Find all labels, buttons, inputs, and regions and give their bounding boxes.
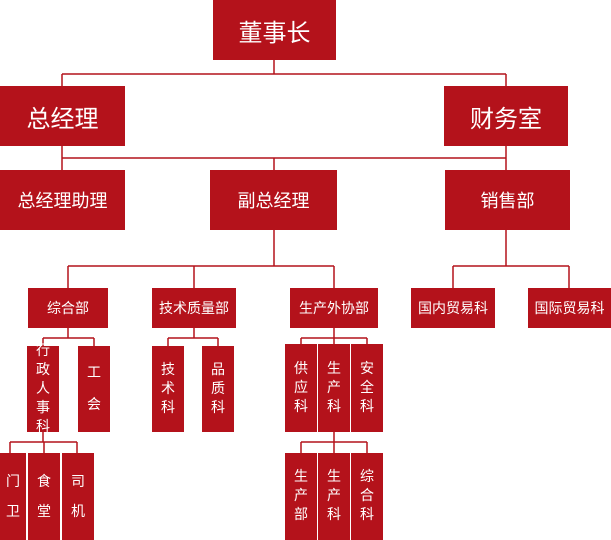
node-safety-section: 安全科 [351, 344, 383, 432]
node-general-section: 综合科 [351, 453, 383, 540]
node-tech-quality-dept: 技术质量部 [152, 288, 236, 328]
node-gate-guard-label: 门卫 [6, 473, 20, 520]
node-production-section: 生产科 [318, 344, 350, 432]
node-supply-section: 供应科 [285, 344, 317, 432]
node-admin-personnel-label: 行政人事科 [36, 342, 50, 435]
node-domestic-trade: 国内贸易科 [411, 288, 495, 328]
node-production-coord-dept: 生产外协部 [290, 288, 378, 328]
node-gm-assistant: 总经理助理 [0, 170, 125, 230]
node-general-section-label: 综合科 [360, 469, 374, 523]
node-production-section-2: 生产科 [318, 453, 350, 540]
node-canteen: 食堂 [28, 453, 60, 540]
node-production-section-2-label: 生产科 [327, 469, 341, 523]
node-sales-dept: 销售部 [445, 170, 570, 230]
node-international-trade: 国际贸易科 [528, 288, 611, 328]
node-admin-personnel: 行政人事科 [27, 343, 59, 435]
node-union-label: 工会 [87, 365, 101, 413]
node-technical-section: 技术科 [152, 346, 184, 432]
node-supply-section-label: 供应科 [294, 360, 308, 415]
node-production-dept-label: 生产部 [294, 469, 308, 523]
node-chairman: 董事长 [213, 0, 336, 60]
node-union: 工会 [78, 346, 110, 432]
node-driver: 司机 [62, 453, 94, 540]
node-quality-section-label: 品质科 [211, 361, 225, 416]
node-canteen-label: 食堂 [37, 473, 51, 520]
node-safety-section-label: 安全科 [360, 360, 374, 415]
node-general-dept: 综合部 [28, 288, 108, 328]
node-technical-section-label: 技术科 [161, 361, 175, 416]
node-general-manager: 总经理 [0, 86, 125, 146]
node-production-section-label: 生产科 [327, 360, 341, 415]
node-finance-office: 财务室 [444, 86, 568, 146]
node-production-dept: 生产部 [285, 453, 317, 540]
node-deputy-gm: 副总经理 [210, 170, 337, 230]
node-quality-section: 品质科 [202, 346, 234, 432]
node-gate-guard: 门卫 [0, 453, 26, 540]
node-driver-label: 司机 [71, 473, 85, 520]
